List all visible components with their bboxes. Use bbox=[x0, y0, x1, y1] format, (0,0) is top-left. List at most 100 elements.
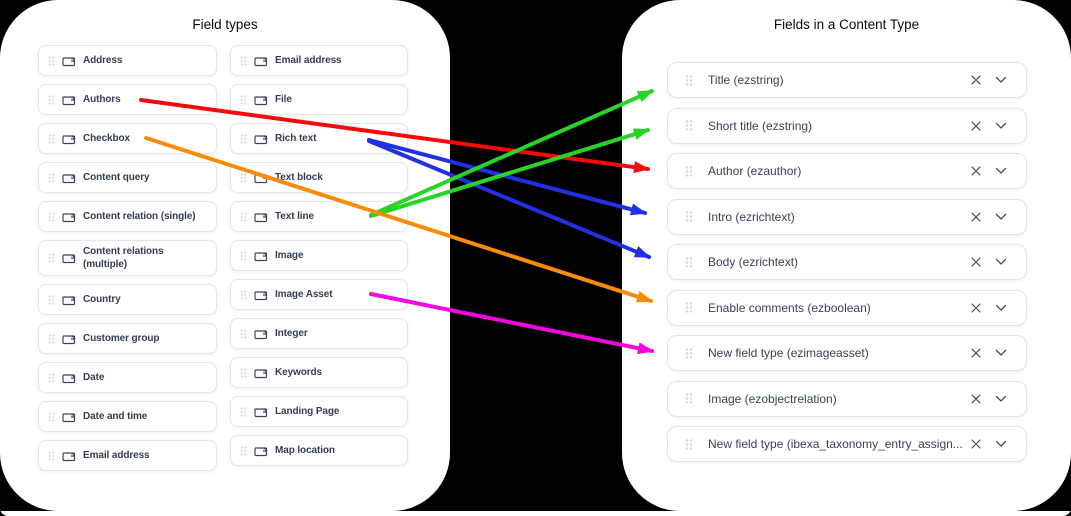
field-type-item[interactable]: a Image bbox=[230, 240, 408, 271]
field-type-item[interactable]: a Checkbox bbox=[38, 123, 217, 154]
collapse-field-button[interactable] bbox=[990, 160, 1012, 182]
field-type-item[interactable]: a Customer group bbox=[38, 323, 217, 354]
field-types-column-1: a Address bbox=[38, 45, 217, 471]
drag-handle-icon[interactable] bbox=[48, 372, 55, 384]
drag-handle-icon[interactable] bbox=[48, 133, 55, 145]
field-type-item[interactable]: a Text line bbox=[230, 201, 408, 232]
content-type-field-row[interactable]: Body (ezrichtext) bbox=[667, 244, 1027, 280]
remove-field-button[interactable] bbox=[965, 160, 987, 182]
field-type-item[interactable]: a Text block bbox=[230, 162, 408, 193]
field-type-icon: a bbox=[254, 445, 268, 457]
remove-field-button[interactable] bbox=[965, 342, 987, 364]
collapse-field-button[interactable] bbox=[990, 388, 1012, 410]
field-type-item[interactable]: a Landing Page bbox=[230, 396, 408, 427]
remove-field-button[interactable] bbox=[965, 251, 987, 273]
field-type-item[interactable]: a Email address bbox=[230, 45, 408, 76]
drag-handle-icon[interactable] bbox=[48, 172, 55, 184]
svg-text:a: a bbox=[71, 214, 75, 220]
collapse-field-button[interactable] bbox=[990, 69, 1012, 91]
drag-handle-icon[interactable] bbox=[685, 165, 693, 178]
collapse-field-button[interactable] bbox=[990, 206, 1012, 228]
collapse-field-button[interactable] bbox=[990, 297, 1012, 319]
drag-handle-icon[interactable] bbox=[48, 211, 55, 223]
field-type-label: Date bbox=[83, 372, 105, 383]
content-type-field-label: New field type (ezimageasset) bbox=[708, 346, 869, 360]
field-type-item[interactable]: a Date and time bbox=[38, 401, 217, 432]
drag-handle-icon[interactable] bbox=[48, 94, 55, 106]
field-type-icon: a bbox=[62, 172, 76, 184]
content-type-field-row[interactable]: Short title (ezstring) bbox=[667, 107, 1027, 144]
content-type-field-row[interactable]: Image (ezobjectrelation) bbox=[667, 380, 1027, 417]
drag-handle-icon[interactable] bbox=[240, 133, 247, 145]
content-type-field-row[interactable]: Author (ezauthor) bbox=[667, 153, 1027, 189]
collapse-field-button[interactable] bbox=[990, 251, 1012, 273]
field-type-icon: a bbox=[62, 211, 76, 223]
field-types-column-2: a Email address bbox=[230, 45, 408, 471]
drag-handle-icon[interactable] bbox=[240, 289, 247, 301]
drag-handle-icon[interactable] bbox=[240, 406, 247, 418]
content-type-field-list: Title (ezstring) bbox=[622, 33, 1071, 462]
field-type-item[interactable]: a Authors bbox=[38, 84, 217, 115]
content-type-field-row[interactable]: Title (ezstring) bbox=[667, 62, 1027, 98]
content-type-field-row[interactable]: Intro (ezrichtext) bbox=[667, 198, 1027, 235]
drag-handle-icon[interactable] bbox=[240, 94, 247, 106]
remove-field-button[interactable] bbox=[965, 69, 987, 91]
remove-field-button[interactable] bbox=[965, 433, 987, 455]
svg-text:a: a bbox=[263, 370, 267, 376]
field-type-item[interactable]: a Map location bbox=[230, 435, 408, 466]
field-types-panel: Field types bbox=[0, 0, 450, 511]
drag-handle-icon[interactable] bbox=[48, 55, 55, 67]
field-type-item[interactable]: a Content relations (multiple) bbox=[38, 240, 217, 276]
field-type-item[interactable]: a Email address bbox=[38, 440, 217, 471]
drag-handle-icon[interactable] bbox=[48, 450, 55, 462]
field-type-icon: a bbox=[254, 367, 268, 379]
drag-handle-icon[interactable] bbox=[685, 438, 693, 451]
content-type-field-row[interactable]: New field type (ezimageasset) bbox=[667, 335, 1027, 371]
content-type-field-row[interactable]: New field type (ibexa_taxonomy_entry_ass… bbox=[667, 426, 1027, 462]
drag-handle-icon[interactable] bbox=[48, 333, 55, 345]
field-type-item[interactable]: a Integer bbox=[230, 318, 408, 349]
drag-handle-icon[interactable] bbox=[685, 392, 693, 405]
remove-field-button[interactable] bbox=[965, 388, 987, 410]
field-type-item[interactable]: a Address bbox=[38, 45, 217, 76]
field-type-item[interactable]: a Content query bbox=[38, 162, 217, 193]
drag-handle-icon[interactable] bbox=[240, 211, 247, 223]
drag-handle-icon[interactable] bbox=[240, 367, 247, 379]
drag-handle-icon[interactable] bbox=[685, 119, 693, 132]
field-type-icon: a bbox=[62, 94, 76, 106]
drag-handle-icon[interactable] bbox=[685, 256, 693, 269]
field-type-item[interactable]: a Rich text bbox=[230, 123, 408, 154]
drag-handle-icon[interactable] bbox=[685, 74, 693, 87]
field-type-icon: a bbox=[62, 372, 76, 384]
field-type-item[interactable]: a Keywords bbox=[230, 357, 408, 388]
field-type-label: Text line bbox=[275, 211, 314, 222]
drag-handle-icon[interactable] bbox=[685, 210, 693, 223]
field-type-item[interactable]: a File bbox=[230, 84, 408, 115]
collapse-field-button[interactable] bbox=[990, 433, 1012, 455]
drag-handle-icon[interactable] bbox=[240, 172, 247, 184]
drag-handle-icon[interactable] bbox=[240, 445, 247, 457]
drag-handle-icon[interactable] bbox=[48, 411, 55, 423]
drag-handle-icon[interactable] bbox=[685, 347, 693, 360]
field-type-icon: a bbox=[62, 450, 76, 462]
drag-handle-icon[interactable] bbox=[685, 301, 693, 314]
field-type-item[interactable]: a Country bbox=[38, 284, 217, 315]
content-type-field-row[interactable]: Enable comments (ezboolean) bbox=[667, 289, 1027, 326]
remove-field-button[interactable] bbox=[965, 206, 987, 228]
field-type-label: Address bbox=[83, 55, 123, 66]
drag-handle-icon[interactable] bbox=[240, 328, 247, 340]
collapse-field-button[interactable] bbox=[990, 342, 1012, 364]
field-type-label: Integer bbox=[275, 328, 308, 339]
drag-handle-icon[interactable] bbox=[48, 252, 55, 264]
drag-handle-icon[interactable] bbox=[48, 294, 55, 306]
field-type-item[interactable]: a Image Asset bbox=[230, 279, 408, 310]
remove-field-button[interactable] bbox=[965, 115, 987, 137]
field-type-item[interactable]: a Date bbox=[38, 362, 217, 393]
field-type-item[interactable]: a Content relation (single) bbox=[38, 201, 217, 232]
drag-handle-icon[interactable] bbox=[240, 250, 247, 262]
drag-handle-icon[interactable] bbox=[240, 55, 247, 67]
content-type-field-label: Body (ezrichtext) bbox=[708, 255, 799, 269]
collapse-field-button[interactable] bbox=[990, 115, 1012, 137]
remove-field-button[interactable] bbox=[965, 297, 987, 319]
field-type-icon: a bbox=[62, 55, 76, 67]
